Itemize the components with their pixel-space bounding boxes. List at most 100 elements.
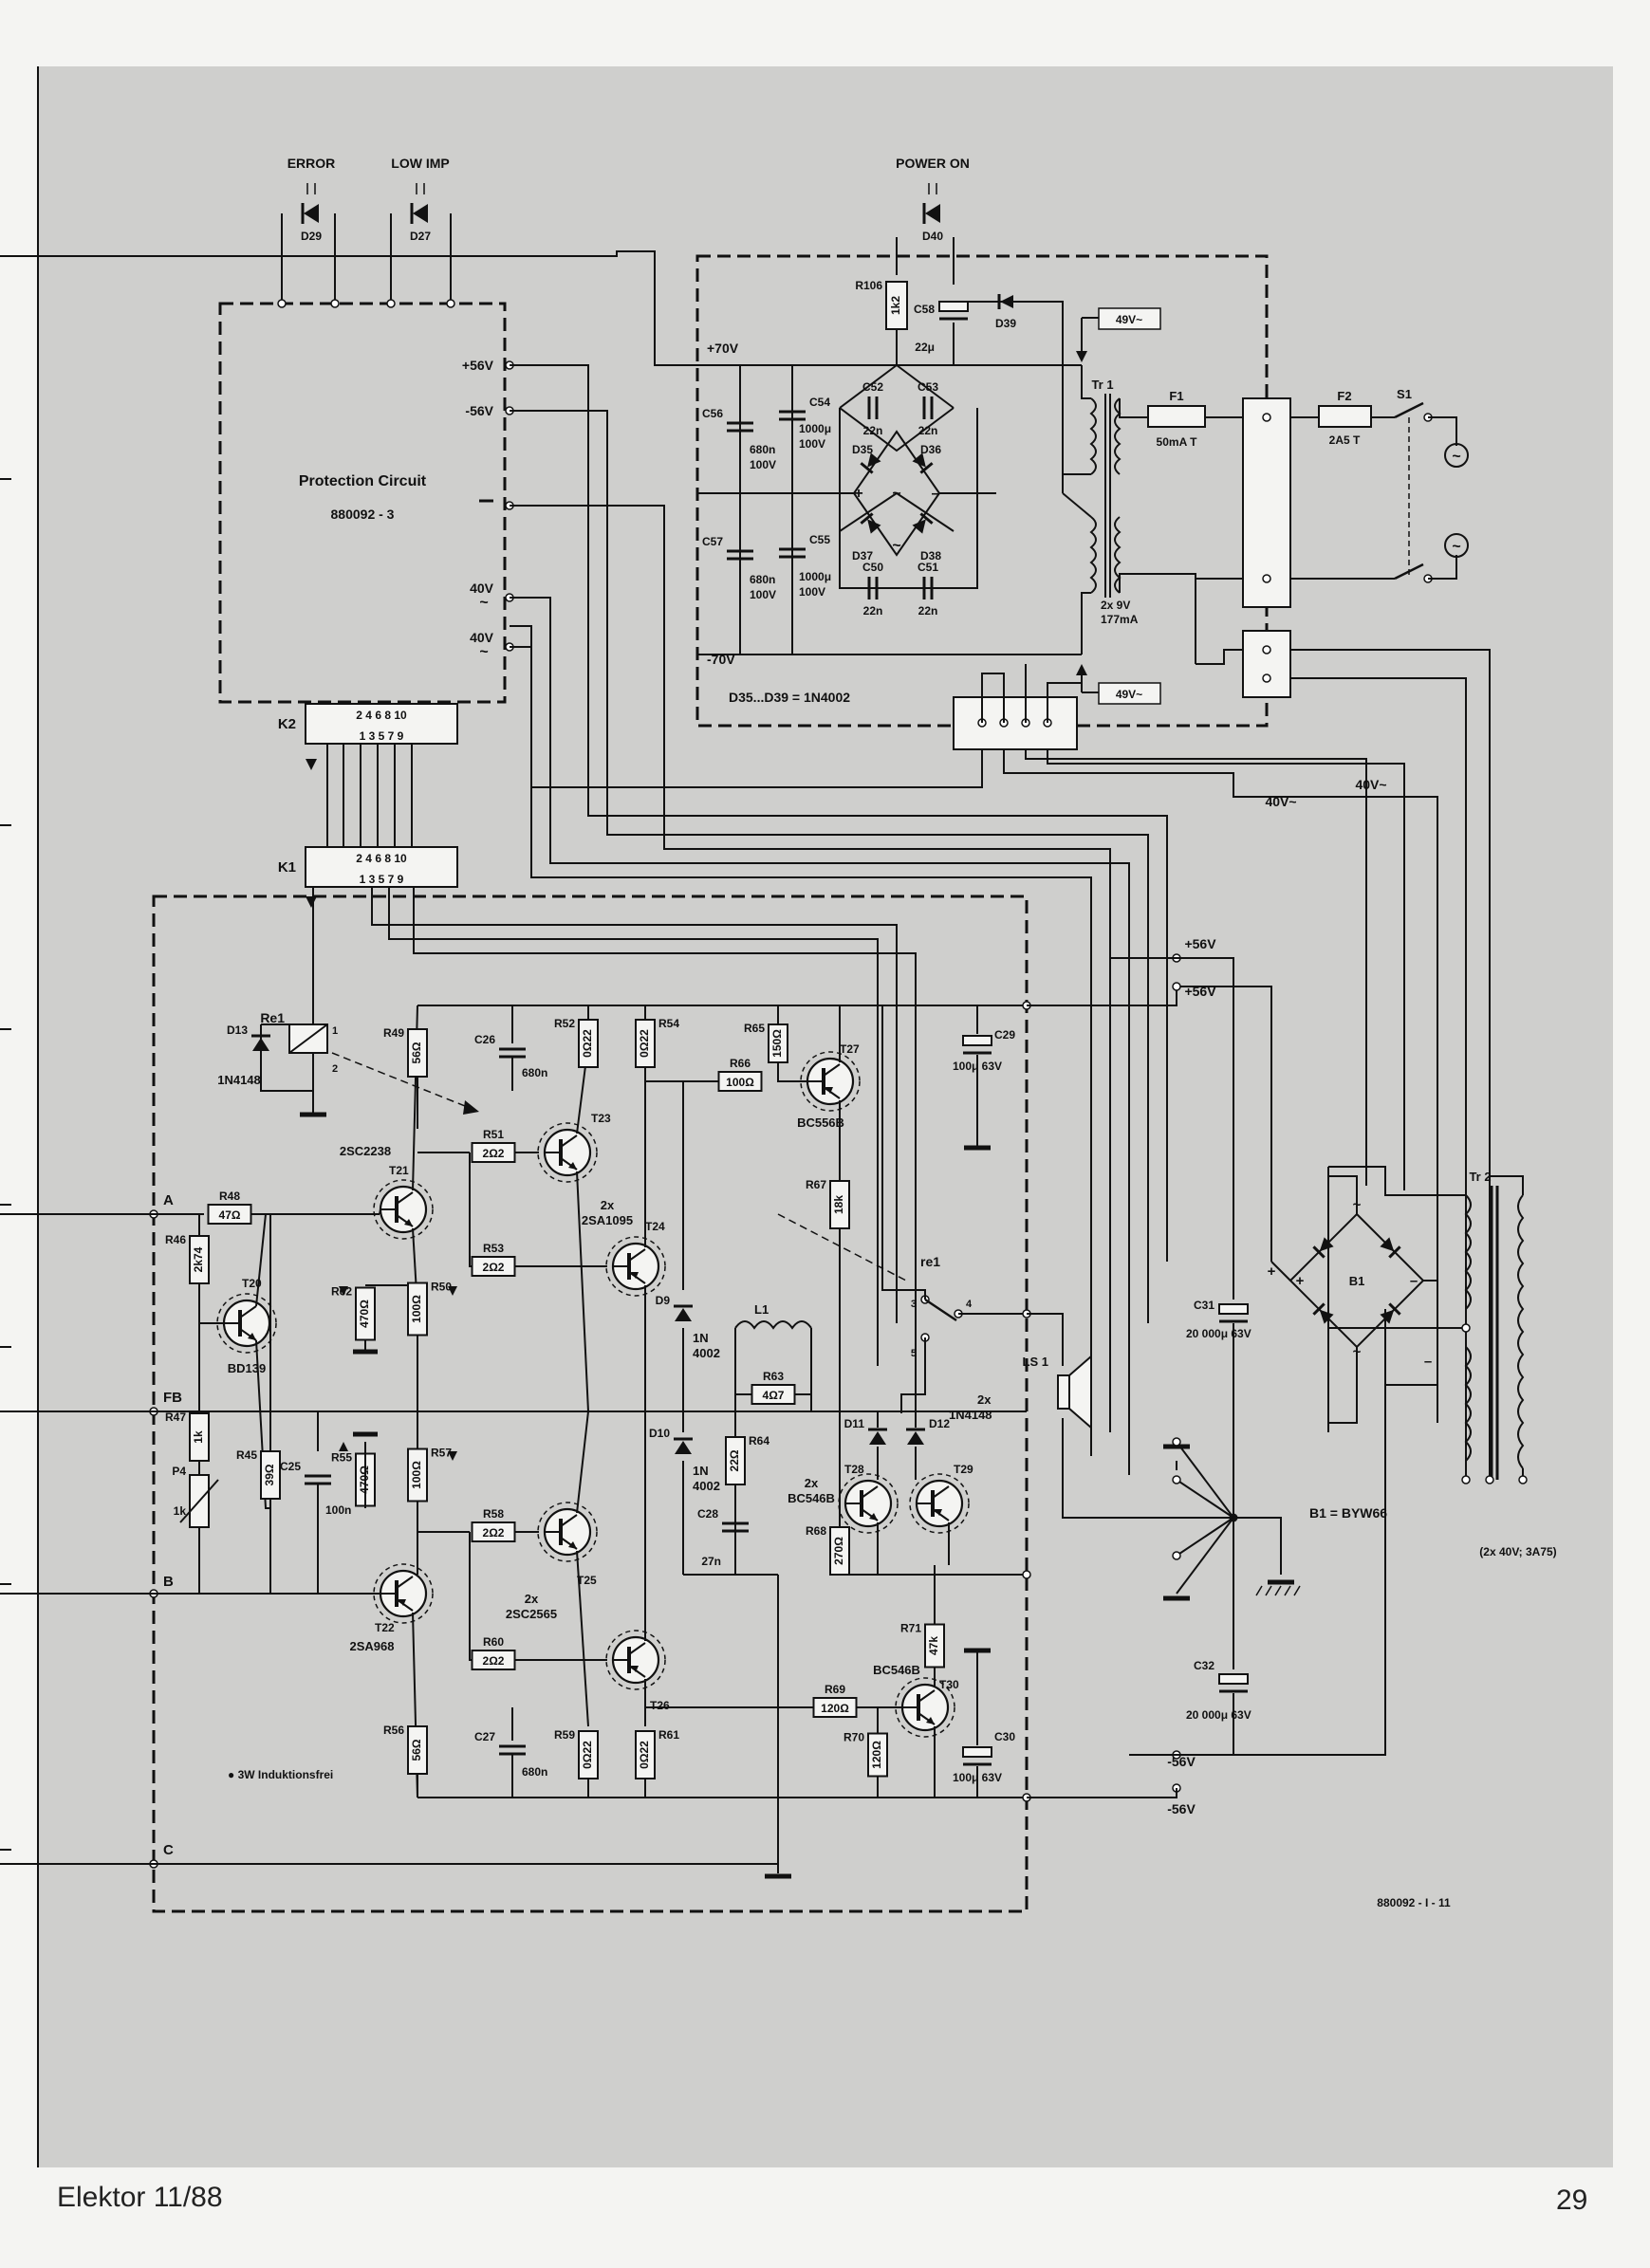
transformer-spec: 177mA: [1101, 613, 1139, 626]
transistor-shield: [605, 1630, 666, 1690]
capacitor-value: 20 000μ 63V: [1186, 1708, 1251, 1722]
diode-value: 1N: [693, 1464, 709, 1478]
capacitor-ref: C52: [862, 380, 883, 394]
transistor-shield: [216, 1293, 277, 1354]
transistor-type: 2SA968: [350, 1639, 395, 1653]
transistor-ref: T29: [954, 1463, 973, 1476]
diode-D36: [912, 452, 934, 474]
transistor-collector: [239, 1305, 257, 1318]
diode-D12: [907, 1431, 924, 1445]
transistor-arrow: [568, 1162, 577, 1170]
diode-bar: [1388, 1302, 1401, 1316]
wire: [1176, 1517, 1234, 1557]
pot-value: 1k: [174, 1504, 187, 1518]
capacitor-ref: C30: [994, 1730, 1015, 1743]
diode-ref: D38: [920, 549, 941, 562]
diode-ref: D9: [656, 1294, 671, 1307]
protection-pin-label: 40V: [470, 581, 494, 596]
resistor-value: 100Ω: [726, 1076, 754, 1089]
wire: [469, 1152, 472, 1267]
led-D40: [925, 204, 940, 223]
diode-ref: D36: [920, 443, 941, 456]
protection-title: Protection Circuit: [299, 473, 427, 489]
relay-ref: Re1: [260, 1010, 285, 1025]
figure-code: 880092 - I - 11: [1377, 1896, 1451, 1909]
wire: [896, 364, 955, 409]
wire: [413, 887, 917, 1418]
transistor-type: BC556B: [797, 1116, 844, 1130]
wire: [1176, 1517, 1234, 1595]
terminal: [330, 299, 340, 308]
resistor-value: 120Ω: [870, 1741, 883, 1769]
tilde: ~: [1452, 539, 1460, 555]
tilde: ~: [892, 486, 900, 502]
resistor-ref: R50: [431, 1281, 452, 1294]
marker: [339, 1286, 348, 1296]
capacitor-value: 22n: [863, 424, 883, 437]
capacitor-value: 100V: [750, 588, 776, 601]
transistor-collector: [628, 1642, 646, 1655]
transistor-shield: [373, 1563, 434, 1624]
wire: [1062, 1418, 1233, 1519]
transistor-type: BD139: [228, 1361, 266, 1375]
resistor-ref: R49: [383, 1026, 404, 1040]
transistor-shield: [373, 1179, 434, 1240]
capacitor-ref: C26: [474, 1033, 495, 1046]
relay-blade: [924, 1298, 957, 1322]
diode-bar: [919, 462, 934, 474]
diode-body: [1380, 1237, 1395, 1252]
transformer-Tr2-secondary: [1464, 1194, 1472, 1310]
transistor-arrow: [926, 1717, 935, 1724]
connector-K2: [305, 703, 458, 745]
wire: [510, 410, 1149, 1323]
resistor-value: 0Ω22: [581, 1741, 594, 1769]
diode-body: [912, 519, 926, 534]
capacitor-C29: [962, 1035, 992, 1046]
bridge-rectifier: [852, 430, 941, 557]
resistor-ref: R52: [554, 1017, 575, 1030]
relay-coupling-dashed: [331, 1052, 475, 1111]
pin-number: 3: [911, 1299, 917, 1310]
wire: [839, 364, 898, 409]
resistor-value: 100Ω: [410, 1295, 423, 1323]
led-D29: [304, 204, 319, 223]
resistor-value: 22Ω: [728, 1449, 741, 1471]
wire: [510, 364, 1168, 1262]
capacitor-ref: C25: [280, 1460, 301, 1473]
wire: [1027, 1788, 1177, 1798]
legend-note: ● 3W Induktionsfrei: [228, 1768, 333, 1781]
transistor-arrow: [869, 1513, 878, 1521]
capacitor-value: 100V: [799, 437, 825, 451]
diode-ref: D37: [852, 549, 873, 562]
transistor-type: 2x: [601, 1198, 615, 1212]
wire: [1270, 1261, 1291, 1282]
capacitor-value: 22n: [918, 604, 938, 618]
terminal: [1172, 1551, 1181, 1560]
capacitor-value: 680n: [522, 1765, 547, 1779]
capacitor-C32: [1218, 1673, 1249, 1685]
inductor-ref: L1: [754, 1302, 769, 1317]
connector-arrow: [306, 759, 317, 770]
resistor-value: 2Ω2: [483, 1654, 505, 1668]
led-ref: D27: [410, 230, 431, 243]
diode-B1b: [1380, 1237, 1401, 1259]
inductor-L1: [734, 1320, 812, 1330]
wire: [1081, 592, 1091, 655]
rail-label: -56V: [1167, 1754, 1196, 1769]
fuse-value: 2A5 T: [1329, 433, 1361, 447]
wire: [1176, 1479, 1234, 1519]
transistor-emitter: [628, 1665, 646, 1678]
connector-pins: 2 4 6 8 10: [356, 709, 407, 722]
diode-B1c: [1312, 1302, 1334, 1324]
wire: [1119, 398, 1148, 418]
wire: [1003, 749, 1438, 1423]
fuse-value: 50mA T: [1157, 435, 1198, 449]
transistor-arrow: [631, 1272, 639, 1279]
resistor-value: 2k74: [192, 1246, 205, 1272]
arrow: [1076, 351, 1087, 362]
wire: [1047, 682, 1082, 723]
capacitor-value: 22μ: [915, 341, 935, 354]
rail-label: 40V~: [1265, 794, 1296, 809]
terminal: [1461, 1475, 1471, 1484]
wire: [839, 408, 978, 589]
